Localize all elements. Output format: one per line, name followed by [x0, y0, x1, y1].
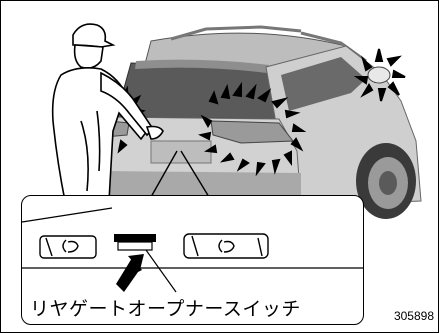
person-figure [51, 23, 164, 202]
arrow-icon [116, 254, 144, 292]
right-plate-light [183, 233, 269, 259]
figure-id: 305898 [393, 309, 434, 323]
rear-gate-opener-switch [114, 234, 156, 251]
left-plate-light [39, 235, 97, 259]
switch-caption: リヤゲートオープナースイッチ [30, 298, 301, 320]
inset-drawing [22, 207, 363, 293]
detail-inset: リヤゲートオープナースイッチ [21, 195, 364, 325]
